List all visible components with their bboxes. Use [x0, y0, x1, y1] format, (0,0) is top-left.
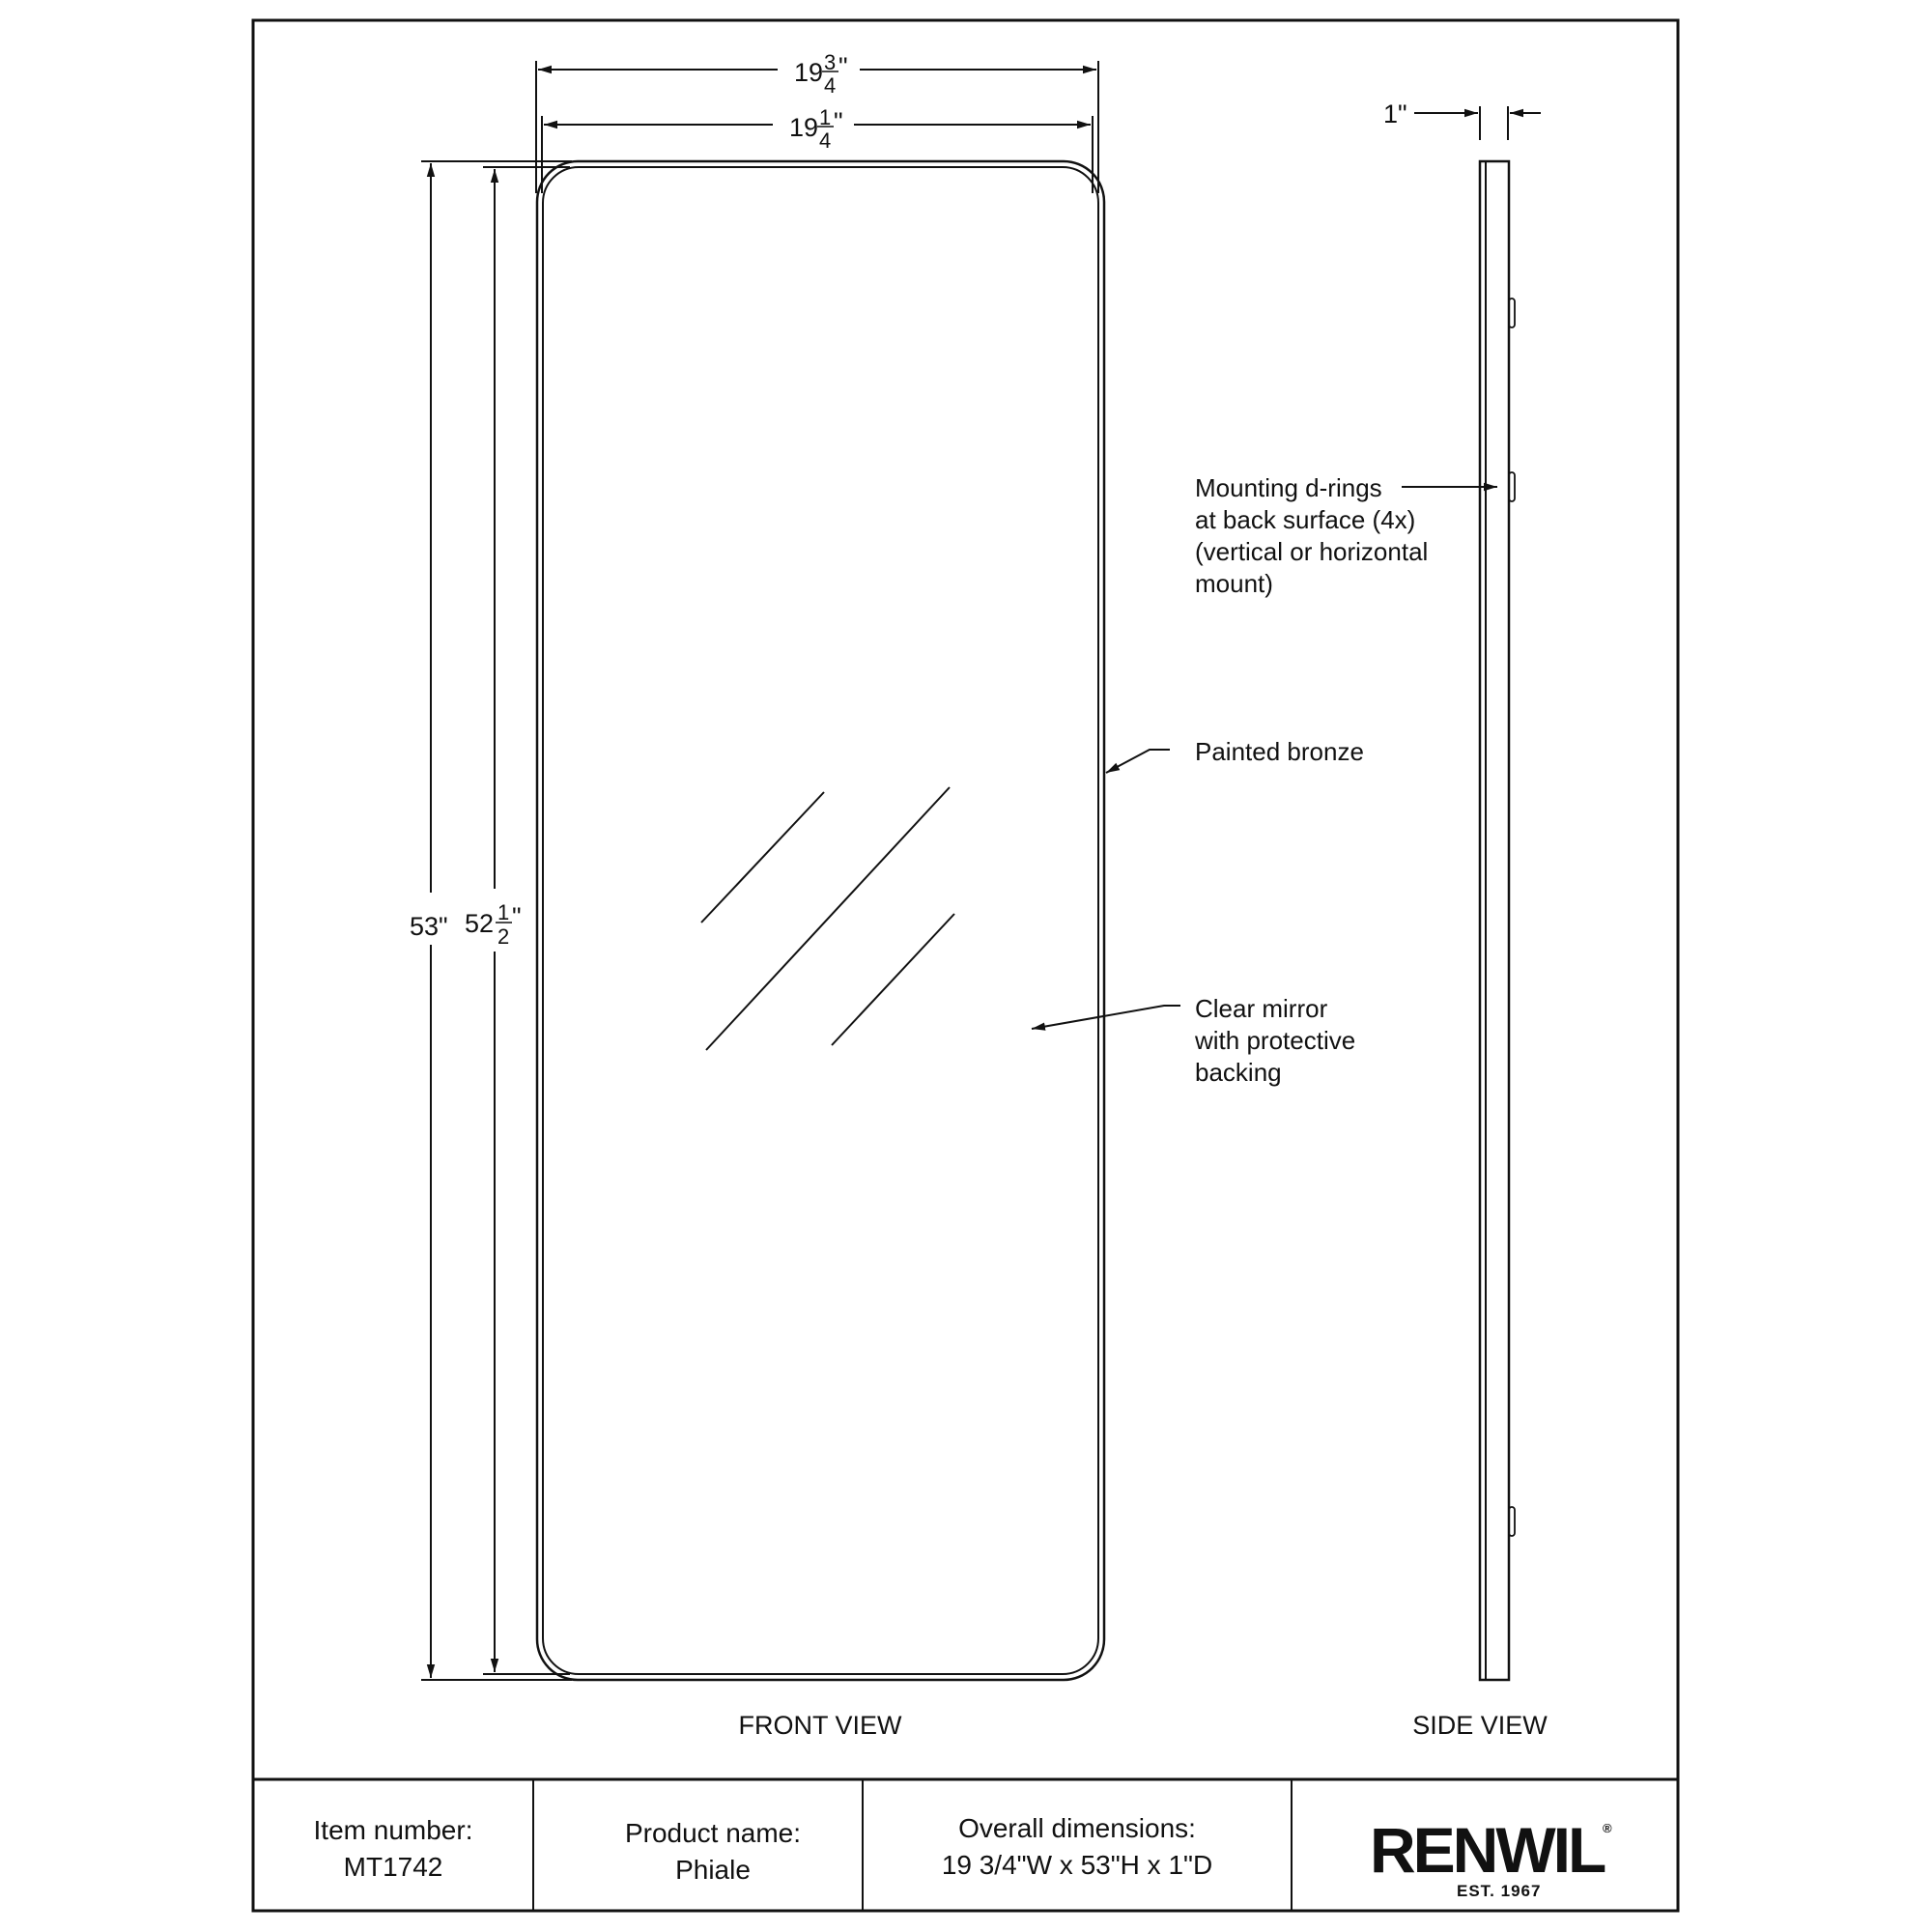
brand-name: RENWIL — [1370, 1814, 1605, 1886]
glass-height-whole: 52 — [465, 909, 494, 938]
side-profile-outline — [1478, 159, 1511, 1682]
callout-frame: Painted bronze — [1105, 737, 1364, 774]
callout-mirror-line-2: with protective — [1194, 1026, 1355, 1055]
item-number-value: MT1742 — [344, 1852, 443, 1882]
brand-logo: RENWIL ® EST. 1967 — [1370, 1814, 1612, 1900]
sheet-border — [251, 18, 1680, 1913]
overall-height-dimension: 53" — [410, 160, 572, 1681]
overall-width-denominator: 4 — [824, 73, 836, 98]
title-block: Item number: MT1742 Product name: Phiale… — [253, 1777, 1678, 1911]
glass-height-dimension: 52 1 2 " — [465, 166, 570, 1675]
overall-width-unit: " — [838, 52, 848, 81]
callout-frame-text: Painted bronze — [1195, 737, 1364, 766]
callout-mounting-line-4: mount) — [1195, 569, 1273, 598]
callout-mounting: Mounting d-rings at back surface (4x) (v… — [1195, 473, 1497, 598]
callout-mirror-line-3: backing — [1195, 1058, 1282, 1087]
d-rings — [1508, 298, 1516, 1537]
glass-height-denominator: 2 — [497, 924, 509, 949]
overall-dimensions-label: Overall dimensions: — [958, 1813, 1196, 1843]
depth-dimension-label: 1" — [1383, 99, 1407, 128]
mirror-frame-outer — [535, 159, 1106, 1682]
glass-width-denominator: 4 — [819, 128, 831, 153]
glass-height-unit: " — [512, 902, 522, 931]
glass-width-numerator: 1 — [819, 105, 831, 129]
item-number-label: Item number: — [314, 1815, 473, 1845]
front-view: 19 3 4 " 19 1 4 " 53" — [410, 50, 1106, 1740]
overall-dimensions-value: 19 3/4"W x 53"H x 1"D — [942, 1850, 1212, 1880]
glass-reflection-lines — [700, 786, 955, 1051]
glass-width-unit: " — [834, 107, 843, 136]
glass-height-numerator: 1 — [497, 900, 509, 924]
overall-width-whole: 19 — [794, 58, 823, 87]
overall-width-dimension: 19 3 4 " — [535, 50, 1099, 193]
overall-width-numerator: 3 — [824, 50, 836, 74]
callout-mounting-line-3: (vertical or horizontal — [1195, 537, 1428, 566]
depth-dimension: 1" — [1383, 99, 1541, 140]
d-ring-icon — [1508, 1506, 1516, 1537]
front-view-label: FRONT VIEW — [738, 1711, 902, 1740]
product-name-label: Product name: — [625, 1818, 801, 1848]
brand-tagline: EST. 1967 — [1457, 1882, 1541, 1900]
item-number-cell: Item number: MT1742 — [314, 1815, 473, 1882]
d-ring-icon — [1508, 298, 1516, 328]
overall-dimensions-cell: Overall dimensions: 19 3/4"W x 53"H x 1"… — [942, 1813, 1212, 1880]
d-ring-icon — [1508, 471, 1516, 502]
side-view-label: SIDE VIEW — [1412, 1711, 1548, 1740]
callout-mirror: Clear mirror with protective backing — [1031, 994, 1355, 1087]
mirror-glass-edge — [542, 166, 1099, 1675]
glass-width-dimension: 19 1 4 " — [541, 105, 1094, 193]
overall-height-label: 53" — [410, 912, 448, 941]
glass-width-whole: 19 — [789, 113, 818, 142]
callout-mounting-line-2: at back surface (4x) — [1195, 505, 1415, 534]
side-view: 1" SIDE VIEW — [1383, 99, 1548, 1740]
product-name-value: Phiale — [675, 1855, 751, 1885]
registered-mark: ® — [1603, 1821, 1612, 1835]
callout-mirror-line-1: Clear mirror — [1195, 994, 1328, 1023]
product-name-cell: Product name: Phiale — [625, 1818, 801, 1885]
callout-mounting-line-1: Mounting d-rings — [1195, 473, 1382, 502]
